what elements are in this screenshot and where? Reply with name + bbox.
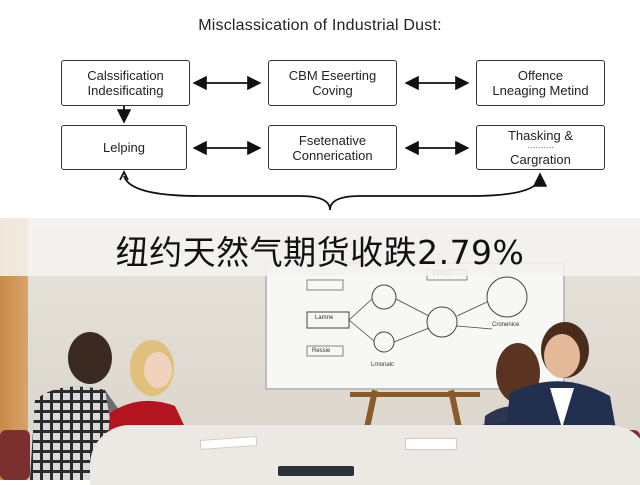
box-text-line: Lneaging Metind xyxy=(492,83,589,98)
box-text-line: CBM Eseerting xyxy=(288,68,377,83)
whiteboard-label: Cronenice xyxy=(492,322,520,328)
easel-bar xyxy=(350,392,480,397)
box-text-line: Fsetenative xyxy=(298,132,367,148)
whiteboard-label: Ressie xyxy=(312,348,331,354)
box-dotted-sublabel: ·········· xyxy=(527,143,554,152)
box-text-line: Connerication xyxy=(292,147,373,163)
box-text-line: Indesificating xyxy=(87,83,164,98)
box-fsetenative: Fsetenative Connerication xyxy=(268,125,397,170)
box-lelping: Lelping xyxy=(61,125,187,170)
box-text-line: Offence xyxy=(517,68,564,83)
box-classification: Calssification Indesificating xyxy=(61,60,190,106)
box-text-line: Lelping xyxy=(103,140,145,155)
flow-diagram: Misclassication of Industrial Dust: Cals… xyxy=(0,0,640,220)
paper-sheet xyxy=(405,438,457,450)
headline-band xyxy=(0,218,640,276)
notebook xyxy=(278,466,354,476)
box-offence: Offence Lneaging Metind xyxy=(476,60,605,106)
whiteboard-label: Lrnonalc xyxy=(371,362,395,368)
conference-table xyxy=(90,425,640,485)
diagram-title: Misclassication of Industrial Dust: xyxy=(198,17,442,34)
box-text-line: Thasking & xyxy=(507,128,574,143)
whiteboard-label: Lamne xyxy=(315,315,334,321)
box-text-line: Cargration xyxy=(510,152,571,167)
box-cbm: CBM Eseerting Coving xyxy=(268,60,397,106)
box-text-line: Coving xyxy=(312,83,353,98)
box-text-line: Calssification xyxy=(87,68,164,83)
whiteboard-sketch xyxy=(306,269,528,357)
news-headline: 纽约天然气期货收跌2.79% xyxy=(115,233,525,272)
diagram-arrows xyxy=(116,75,548,211)
box-thasking: Thasking & ·········· Cargration xyxy=(476,125,605,170)
arrow-bottom-curve xyxy=(123,172,548,211)
chair xyxy=(0,430,30,480)
